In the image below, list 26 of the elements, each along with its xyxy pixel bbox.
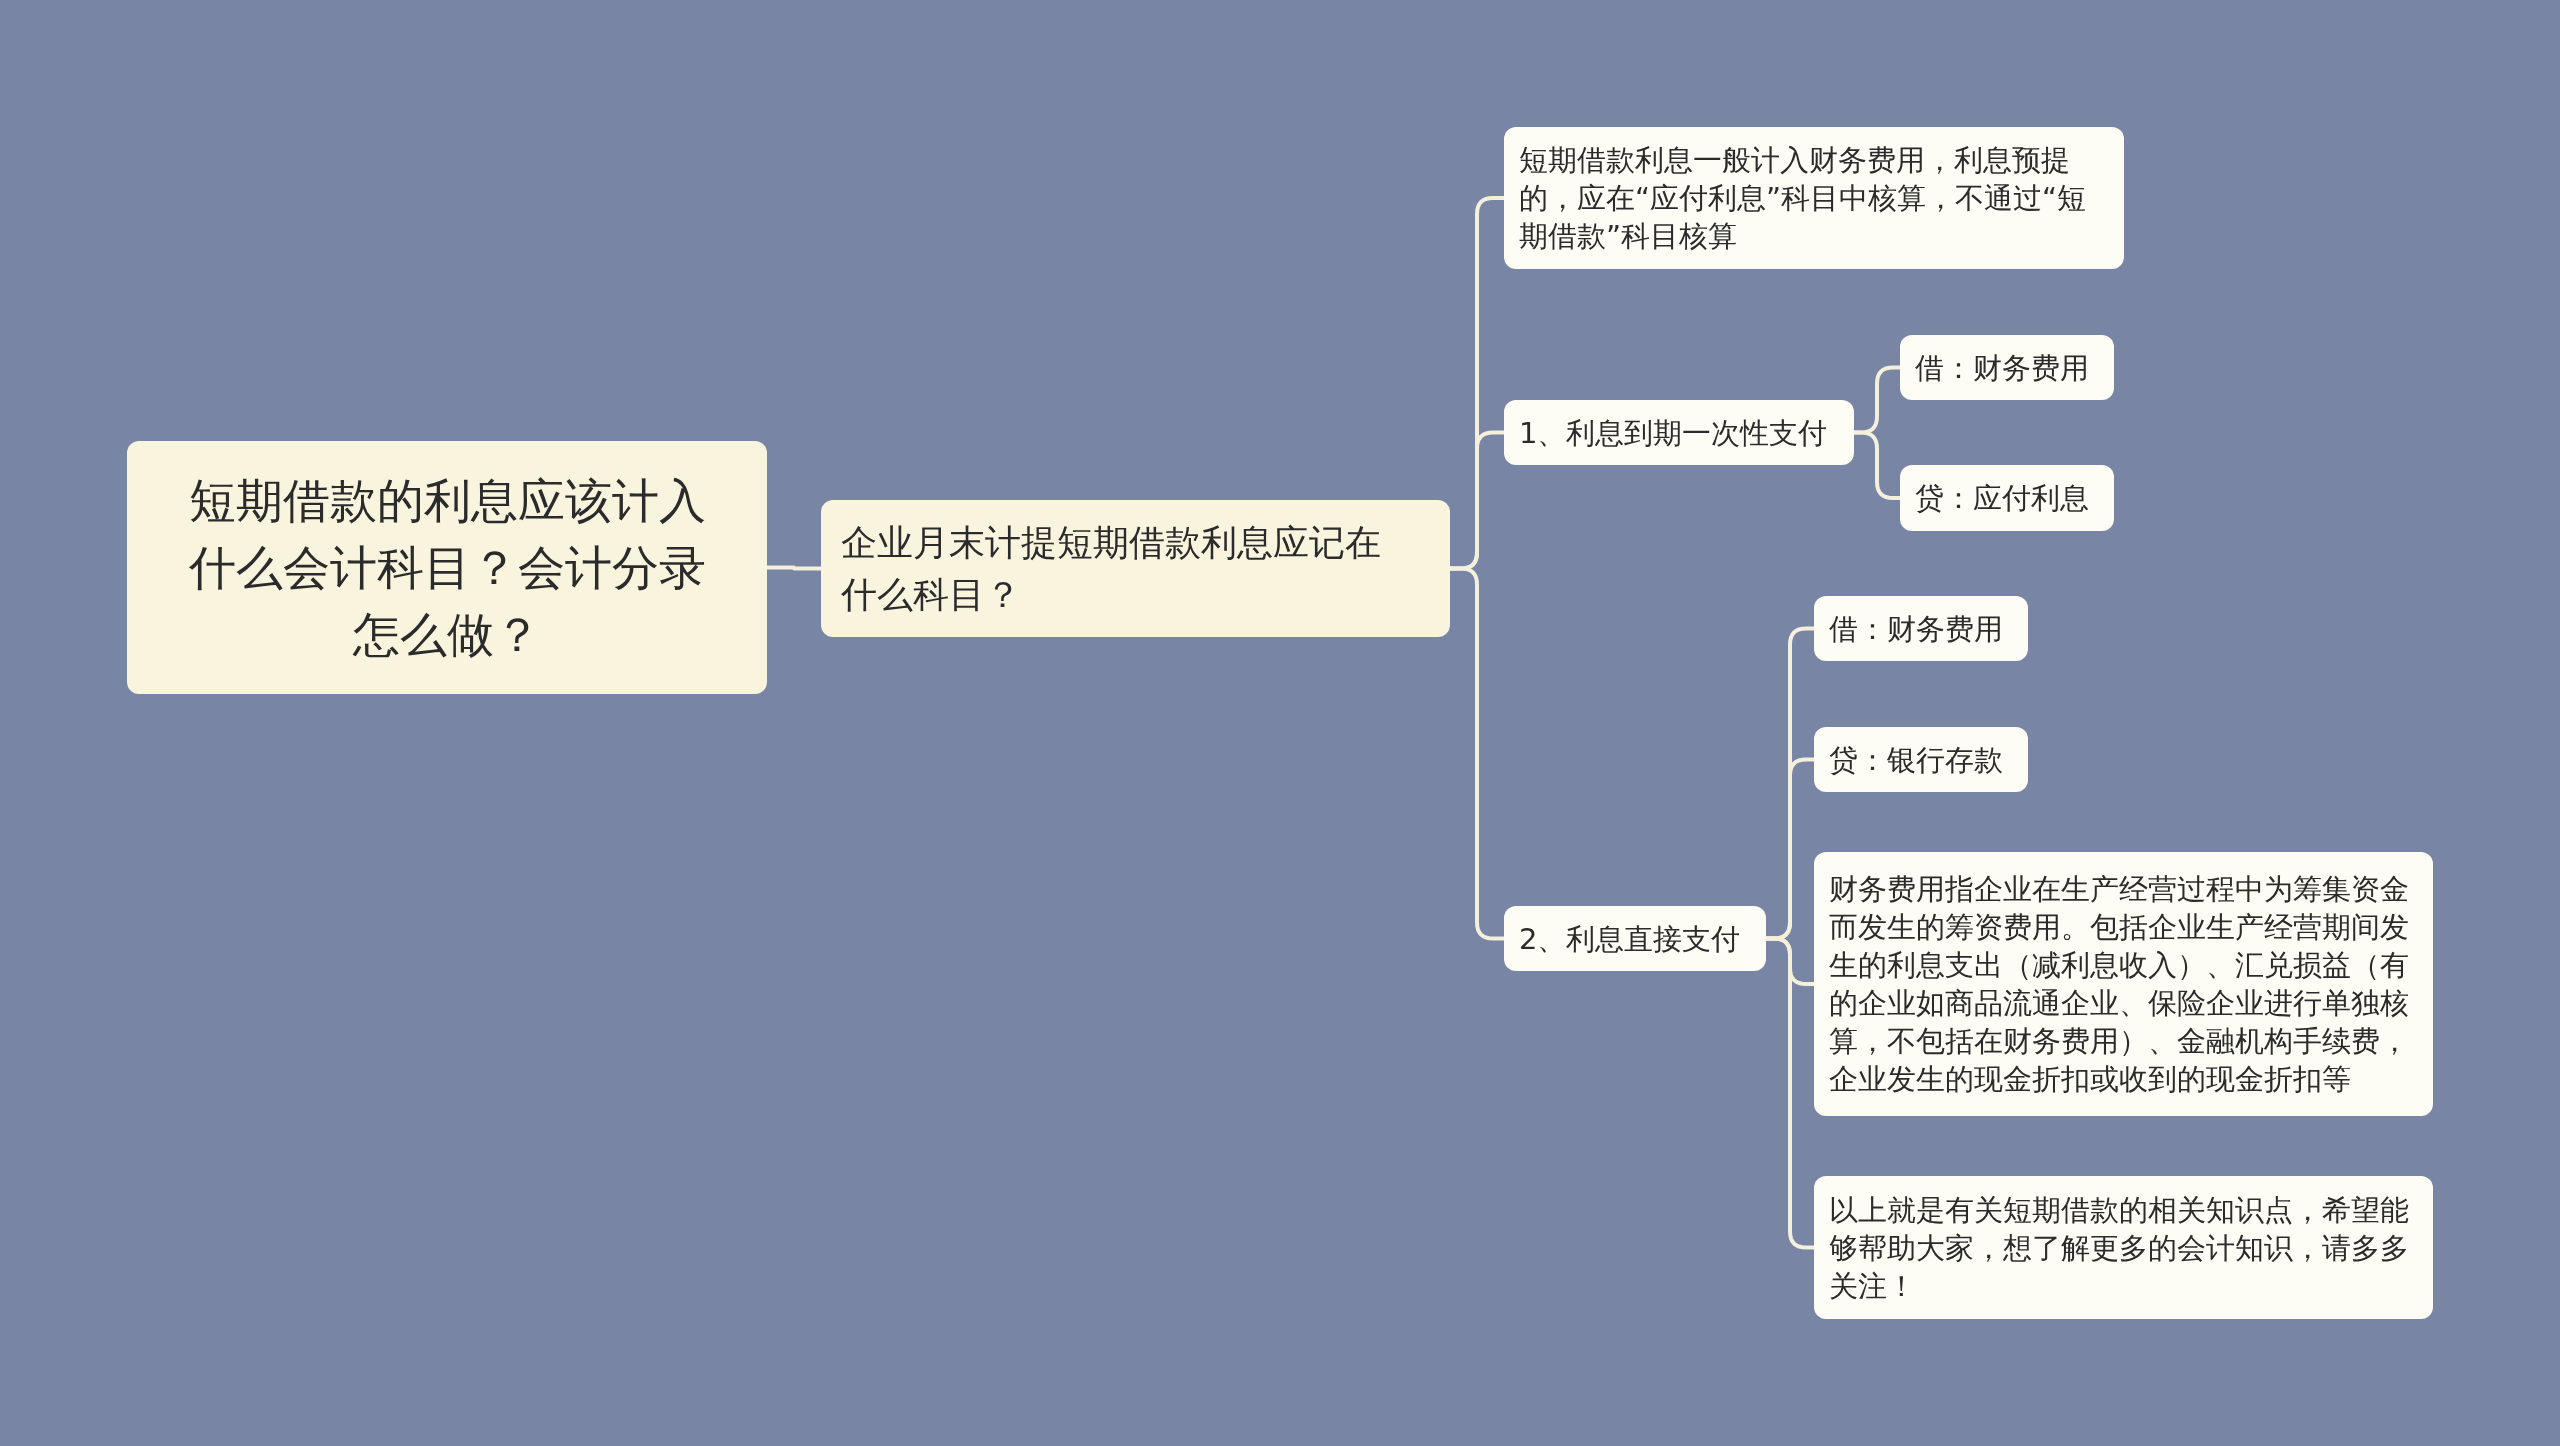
subtopic-box — [1900, 335, 2114, 400]
topic-text: 贷：应付利息 — [1915, 480, 2089, 517]
topic-text: 借：财务费用 — [1829, 610, 2003, 648]
subtopic-box — [1814, 727, 2028, 792]
topic-text: 借：财务费用 — [1915, 349, 2089, 387]
topic-text: 短期借款利息一般计入财务费用，利息预提的，应在“应付利息”科目中核算，不通过“短期借款”科目核算 — [1519, 142, 2088, 255]
subtopic-box — [1504, 400, 1854, 465]
topic-text: 2、利息直接支付 — [1519, 920, 1741, 958]
topic-text: 贷：银行存款 — [1829, 741, 2003, 779]
main-topic-box — [821, 500, 1450, 637]
subtopic-box — [1814, 596, 2028, 661]
subtopic-box — [1814, 1176, 2433, 1319]
connector-line — [1852, 430, 1902, 500]
connector-line — [1448, 566, 1506, 941]
topic-text: 企业月末计提短期借款利息应记在什么科目？ — [841, 520, 1382, 617]
topic-text: 财务费用指企业在生产经营过程中为筹集资金而发生的筹资费用。包括企业生产经营期间发生的利息支出（减利息收入）、汇兑损益（有的企业如商品流通企业、保险企业进行单独核算，不包括在财务费用）、金融机构手续费，企业发生的现金折扣或收到的现金折扣等 — [1829, 871, 2410, 1098]
subtopic-box — [1504, 127, 2124, 269]
subtopic-box — [1504, 906, 1766, 971]
connector-line — [765, 565, 823, 571]
topic-text: 以上就是有关短期借款的相关知识点，希望能够帮助大家，想了解更多的会计知识，请多多关注！ — [1829, 1191, 2410, 1305]
topic-text: 短期借款的利息应该计入什么会计科目？会计分录怎么做？ — [187, 472, 707, 664]
connector-line — [1764, 936, 1816, 1250]
central-topic-box — [127, 441, 767, 694]
subtopic-box — [1900, 465, 2114, 531]
topic-text: 1、利息到期一次性支付 — [1519, 414, 1828, 452]
subtopic-box — [1814, 852, 2433, 1116]
